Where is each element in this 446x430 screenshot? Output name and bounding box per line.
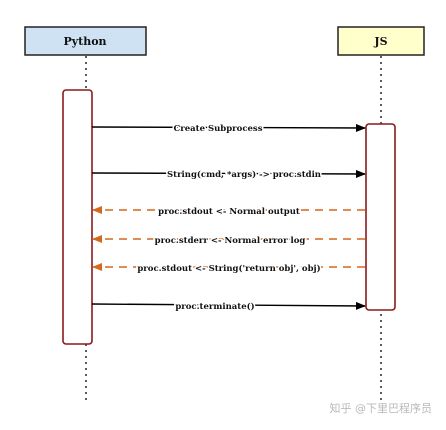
actor-python-box [24,26,147,56]
message-stdout-return: proc.stdout <- String('return obj', obj) [92,262,365,276]
message-label: proc.terminate() [175,301,254,312]
message-arrow [91,169,366,178]
message-arrow [91,301,366,310]
actor-js-label: JS [373,35,387,48]
message-terminate: proc.terminate() [91,300,366,314]
message-send-stdin: String(cmd, *args) -> proc.stdin [91,168,366,182]
message-create-subprocess: Create Subprocess [91,123,366,136]
message-arrow [91,123,366,132]
actor-js: JS [337,26,425,56]
js-activation-bar [365,123,396,311]
python-activation-bar [62,89,93,345]
message-stderr-log: proc.stderr <- Normal error log [92,235,365,248]
message-stdout-normal: proc.stdout <- Normal output [92,206,365,219]
message-label: String(cmd, *args) -> proc.stdin [167,169,321,180]
actor-python-label: Python [63,35,106,48]
message-label: proc.stderr <- Normal error log [155,236,306,246]
message-label: Create Subprocess [174,124,263,134]
message-label: proc.stdout <- String('return obj', obj) [137,263,320,274]
message-label: proc.stdout <- Normal output [158,207,300,217]
watermark: 知乎 @下里巴程序员 [329,402,433,415]
actor-js-box [337,26,425,56]
actor-python: Python [24,26,147,56]
